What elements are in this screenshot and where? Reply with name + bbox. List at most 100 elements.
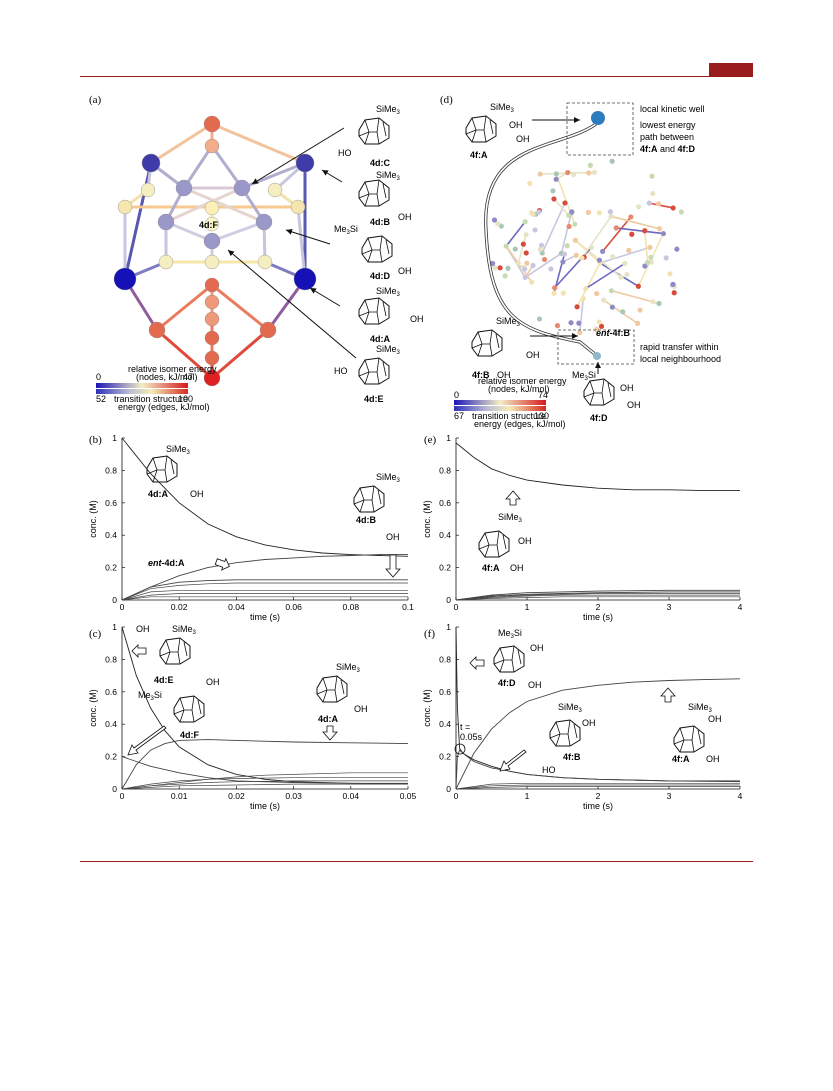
graph-node xyxy=(568,320,574,326)
svg-text:Me3Si: Me3Si xyxy=(498,628,522,640)
sub-3: 3 xyxy=(151,696,155,702)
x-tick-label: 0 xyxy=(120,602,125,612)
label-e-4fA: 4f:A xyxy=(482,563,500,573)
oh-text: OH xyxy=(398,266,412,276)
x-tick-label: 0 xyxy=(120,791,125,801)
graph-node xyxy=(566,223,572,230)
x-tick-label: 0.01 xyxy=(171,791,188,801)
graph-node xyxy=(255,213,273,231)
graph-node xyxy=(537,246,543,252)
graph-node xyxy=(663,255,669,261)
series-line xyxy=(455,591,740,601)
graph-node xyxy=(503,243,509,249)
molecule-4d-E: SiMe3 HO 4d:E xyxy=(334,344,401,404)
annot-e: SiMe3 OH OH 4f:A xyxy=(478,490,532,573)
svg-text:Me3Si: Me3Si xyxy=(572,370,596,382)
graph-node xyxy=(565,169,571,176)
series-line xyxy=(121,783,408,790)
graph-node xyxy=(560,290,566,296)
graph-node xyxy=(259,321,277,339)
svg-text:SiMe3: SiMe3 xyxy=(376,104,401,116)
x-tick-label: 0 xyxy=(454,791,459,801)
note-path-2: path between xyxy=(640,132,694,142)
graph-node xyxy=(642,228,648,234)
legend-a-bot-bar xyxy=(96,389,188,394)
x-tick-label: 0.1 xyxy=(402,602,414,612)
series-line xyxy=(455,594,740,601)
si-text: Si xyxy=(514,628,522,638)
oh-text: OH xyxy=(620,383,634,393)
graph-node xyxy=(618,274,624,280)
graph-edge xyxy=(610,215,660,230)
graph-node xyxy=(674,246,680,252)
graph-node xyxy=(551,290,557,296)
graph-edge xyxy=(211,220,265,243)
graph-edge xyxy=(150,122,213,165)
y-tick-label: 0.4 xyxy=(439,719,451,729)
graph-node xyxy=(550,188,556,194)
x-tick-label: 3 xyxy=(667,602,672,612)
legend-d-top-min: 0 xyxy=(454,390,459,400)
si-text: Si xyxy=(350,224,358,234)
series-line xyxy=(121,579,408,601)
sub-3: 3 xyxy=(397,350,401,356)
svg-text:ent-4d:A: ent-4d:A xyxy=(148,558,185,568)
graph-edge xyxy=(182,145,214,189)
graph-node xyxy=(233,179,251,197)
label-ent-4fB: -4f:B xyxy=(610,328,631,338)
graph-node xyxy=(591,169,598,175)
label-4d-F: 4d:F xyxy=(199,220,219,230)
series-line xyxy=(121,593,408,601)
graph-node xyxy=(648,254,654,260)
sub-3: 3 xyxy=(397,478,401,484)
sub-3: 3 xyxy=(579,708,583,714)
sub-3: 3 xyxy=(187,450,191,456)
graph-node xyxy=(650,190,656,197)
graph-node xyxy=(523,250,529,256)
svg-text:SiMe3: SiMe3 xyxy=(558,702,583,714)
label-4d-A: 4d:A xyxy=(370,334,391,344)
graph-node xyxy=(642,263,648,269)
oh-text: OH xyxy=(708,714,722,724)
graph-edge xyxy=(553,198,570,216)
label-c-4dF: 4d:F xyxy=(180,730,200,740)
y-tick-label: 0.2 xyxy=(439,563,451,573)
series-line xyxy=(121,756,408,784)
annot-f: Me3Si OH OH 4f:D SiMe3 OH HO 4f:B SiMe3 … xyxy=(454,628,722,775)
annot-b: SiMe3 OH 4d:A SiMe3 OH 4d:B ent-4d:A xyxy=(146,444,401,578)
panel-f-label: (f) xyxy=(424,628,435,640)
oh-text: OH xyxy=(582,718,596,728)
ho-text: HO xyxy=(334,366,348,376)
panel-d: (d) local kinetic well lowest energy pat… xyxy=(440,94,721,429)
me-text: Me xyxy=(334,224,347,234)
header-rule xyxy=(80,76,753,77)
sub-3: 3 xyxy=(511,108,515,114)
graph-edge xyxy=(505,221,526,247)
graph-node xyxy=(522,266,528,272)
series-line xyxy=(121,554,408,601)
graph-node xyxy=(573,252,579,258)
graph-node xyxy=(141,153,161,173)
graph-edge xyxy=(296,206,307,280)
oh-text: OH xyxy=(509,120,523,130)
series-line xyxy=(121,772,408,790)
graph-node xyxy=(204,277,220,293)
label-c-4dA: 4d:A xyxy=(318,714,339,724)
label-4f-A: 4f:A xyxy=(470,150,488,160)
si-text: Si xyxy=(588,370,596,380)
graph-edge xyxy=(578,298,585,333)
graph-edge xyxy=(602,216,632,252)
legend-a-top-min: 0 xyxy=(96,372,101,382)
graph-node xyxy=(140,182,156,198)
label-4f-B: 4f:B xyxy=(472,370,490,380)
y-tick-label: 0.4 xyxy=(105,530,117,540)
graph-node xyxy=(505,265,511,271)
molecule-4d-B: SiMe3 OH 4d:B xyxy=(358,170,412,227)
oh-text: OH xyxy=(354,704,368,714)
sub-3: 3 xyxy=(397,176,401,182)
legend-d-bot-title: transition structure xyxy=(472,411,546,421)
molecule-4f-B: SiMe3 OH OH 4f:B xyxy=(471,316,540,380)
molecule-4d-C: SiMe3 HO 4d:C xyxy=(338,104,401,168)
